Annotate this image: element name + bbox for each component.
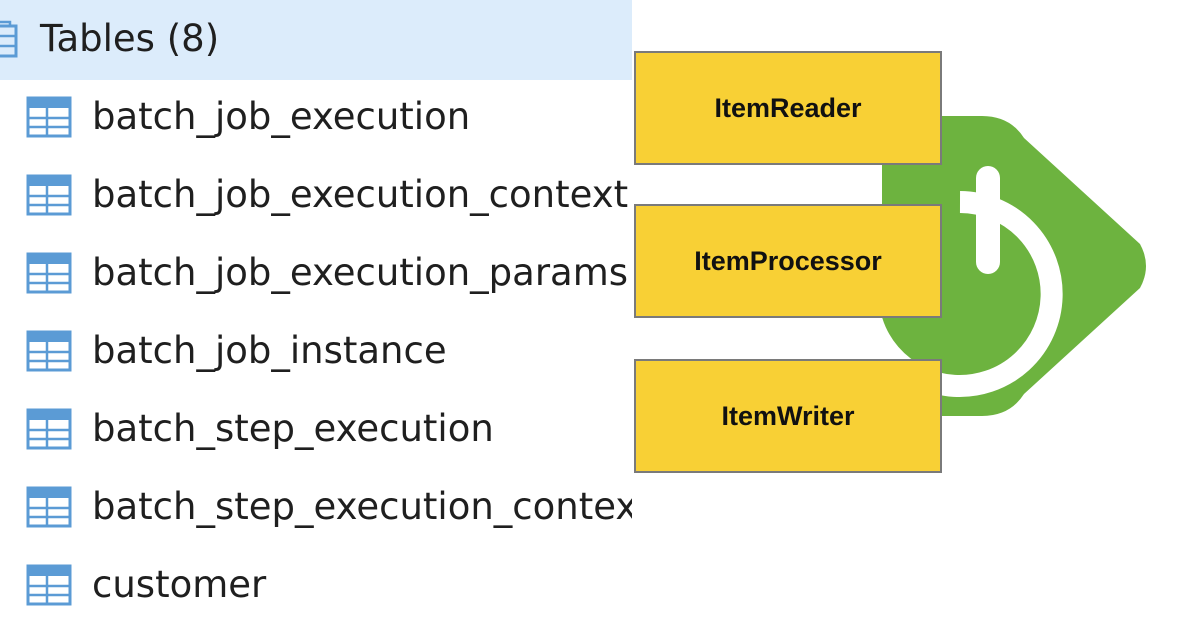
- table-name: customer: [92, 563, 267, 606]
- tables-folder-node[interactable]: Tables (8): [0, 0, 632, 80]
- spring-power-icon: [882, 116, 1146, 416]
- table-row[interactable]: batch_job_instance: [0, 312, 632, 390]
- table-name: batch_job_instance: [92, 329, 447, 372]
- table-icon: [26, 564, 72, 606]
- table-icon: [26, 486, 72, 528]
- table-icon: [26, 408, 72, 450]
- table-icon: [26, 252, 72, 294]
- item-writer-box: ItemWriter: [634, 359, 942, 473]
- table-row[interactable]: customer: [0, 546, 632, 624]
- table-row[interactable]: batch_step_execution: [0, 390, 632, 468]
- tables-folder-label: Tables (8): [40, 17, 220, 60]
- table-name: batch_job_execution_params: [92, 251, 629, 294]
- item-reader-box: ItemReader: [634, 51, 942, 165]
- item-processor-box: ItemProcessor: [634, 204, 942, 318]
- table-icon: [26, 96, 72, 138]
- table-row[interactable]: batch_job_execution: [0, 78, 632, 156]
- table-row[interactable]: batch_job_execution_context: [0, 156, 632, 234]
- database-folder-icon: [0, 20, 18, 58]
- database-tree-panel: Tables (8) batch_job_execution batch_job…: [0, 0, 632, 624]
- table-icon: [26, 174, 72, 216]
- table-list: batch_job_execution batch_job_execution_…: [0, 78, 632, 624]
- spring-batch-diagram: ItemReader ItemProcessor ItemWriter: [632, 0, 1200, 630]
- table-name: batch_job_execution: [92, 95, 471, 138]
- table-name: batch_job_execution_context: [92, 173, 629, 216]
- table-row[interactable]: batch_job_execution_params: [0, 234, 632, 312]
- table-icon: [26, 330, 72, 372]
- table-name: batch_step_execution: [92, 407, 494, 450]
- table-name: batch_step_execution_context: [92, 485, 632, 528]
- table-row[interactable]: batch_step_execution_context: [0, 468, 632, 546]
